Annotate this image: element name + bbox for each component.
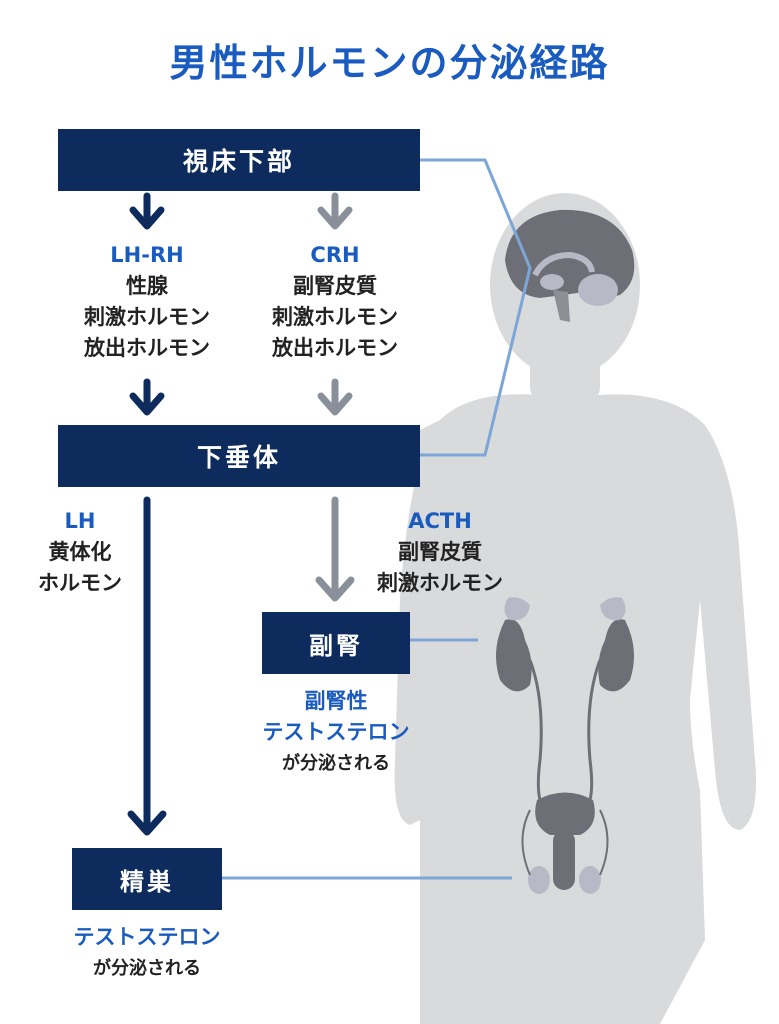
hormone-lh-line: 黄体化 xyxy=(48,540,112,564)
testis-note: が分泌される xyxy=(93,958,201,979)
node-adrenal: 副腎 xyxy=(262,612,410,674)
arrow-hypothalamus-lhrh xyxy=(129,192,165,230)
hormone-crh-line: 副腎皮質 xyxy=(293,274,377,298)
organ-connectors xyxy=(222,158,532,880)
hormone-acth: ACTH 副腎皮質 刺激ホルモン xyxy=(350,506,530,599)
hormone-lhrh-line: 性腺 xyxy=(126,274,168,298)
hormone-lhrh-line: 放出ホルモン xyxy=(84,336,210,360)
node-hypothalamus: 視床下部 xyxy=(58,129,420,191)
hormone-acth-line: 副腎皮質 xyxy=(398,540,482,564)
arrow-crh-pituitary xyxy=(317,378,353,416)
kidney-illustration xyxy=(496,597,634,812)
node-adrenal-label: 副腎 xyxy=(309,631,363,660)
arrow-pituitary-testis xyxy=(127,496,167,836)
hormone-lh-name: LH xyxy=(64,509,96,533)
adrenal-note: が分泌される xyxy=(282,753,390,774)
adrenal-product-line: 副腎性 xyxy=(304,689,368,713)
reproductive-illustration xyxy=(521,792,609,894)
body-silhouette xyxy=(394,193,756,1024)
hormone-lh-line: ホルモン xyxy=(38,571,122,595)
adrenal-product-line: テストステロン xyxy=(262,720,410,744)
hormone-crh-line: 放出ホルモン xyxy=(272,336,398,360)
hormone-acth-name: ACTH xyxy=(408,509,472,533)
hormone-crh-line: 刺激ホルモン xyxy=(272,305,398,329)
arrow-lhrh-pituitary xyxy=(129,378,165,416)
testis-product: テストステロン xyxy=(73,925,221,949)
adrenal-output: 副腎性 テストステロン が分泌される xyxy=(226,686,446,779)
hormone-lh: LH 黄体化 ホルモン xyxy=(20,506,140,599)
brain-illustration xyxy=(505,209,635,322)
hormone-lhrh-line: 刺激ホルモン xyxy=(84,305,210,329)
hormone-lhrh: LH-RH 性腺 刺激ホルモン 放出ホルモン xyxy=(47,240,247,364)
page-title: 男性ホルモンの分泌経路 xyxy=(169,41,610,85)
node-hypothalamus-label: 視床下部 xyxy=(182,147,295,176)
hormone-crh-name: CRH xyxy=(310,243,360,267)
hormone-acth-line: 刺激ホルモン xyxy=(377,571,503,595)
arrow-pituitary-adrenal xyxy=(315,496,355,602)
arrow-hypothalamus-crh xyxy=(317,192,353,230)
hormone-lhrh-name: LH-RH xyxy=(110,243,184,267)
node-pituitary: 下垂体 xyxy=(58,425,420,487)
node-pituitary-label: 下垂体 xyxy=(196,443,281,472)
node-testis-label: 精巣 xyxy=(120,867,174,896)
hormone-crh: CRH 副腎皮質 刺激ホルモン 放出ホルモン xyxy=(235,240,435,364)
node-testis: 精巣 xyxy=(72,848,222,910)
testis-output: テストステロン が分泌される xyxy=(37,922,257,984)
